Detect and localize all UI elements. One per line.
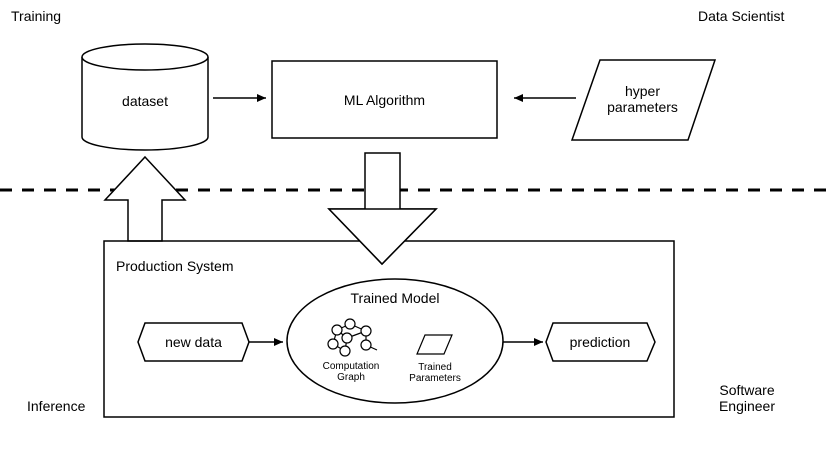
data-scientist-label: Data Scientist	[698, 8, 785, 24]
hyper-parameters-parallelogram	[570, 59, 717, 141]
hyper-parameters-label: hyper parameters	[585, 83, 700, 115]
new-data-hexagon	[137, 322, 250, 362]
trained-parameters-icon	[416, 334, 453, 355]
inference-label: Inference	[27, 398, 86, 414]
trained-parameters-line2: Parameters	[409, 373, 461, 384]
new-data-label: new data	[165, 334, 222, 350]
dataset-label: dataset	[122, 93, 168, 109]
hyper-parameters-line1: hyper	[624, 83, 661, 99]
hyper-parameters-line2: parameters	[607, 99, 678, 115]
trained-model-ellipse	[286, 278, 504, 404]
software-engineer-line2: Engineer	[718, 398, 776, 414]
prediction-hexagon	[545, 322, 656, 362]
trained-model-label: Trained Model	[350, 290, 440, 306]
prediction-label: prediction	[569, 334, 631, 350]
computation-graph-label: Computation Graph	[314, 361, 388, 383]
block-arrow-down-tip	[327, 208, 438, 266]
training-label: Training	[11, 8, 62, 24]
computation-graph-line2: Graph	[337, 372, 365, 383]
production-system-label: Production System	[116, 258, 234, 274]
software-engineer-label: Software Engineer	[705, 382, 789, 414]
block-arrow-up-to-dataset	[103, 155, 187, 242]
software-engineer-line1: Software	[719, 382, 775, 398]
ml-algorithm-label: ML Algorithm	[343, 92, 426, 108]
dataset-cylinder	[81, 43, 209, 151]
trained-parameters-line1: Trained	[418, 362, 452, 373]
trained-parameters-label: Trained Parameters	[400, 362, 470, 384]
ml-algorithm-box	[271, 60, 498, 139]
computation-graph-line1: Computation	[322, 361, 380, 372]
computation-graph-icon	[327, 318, 378, 357]
